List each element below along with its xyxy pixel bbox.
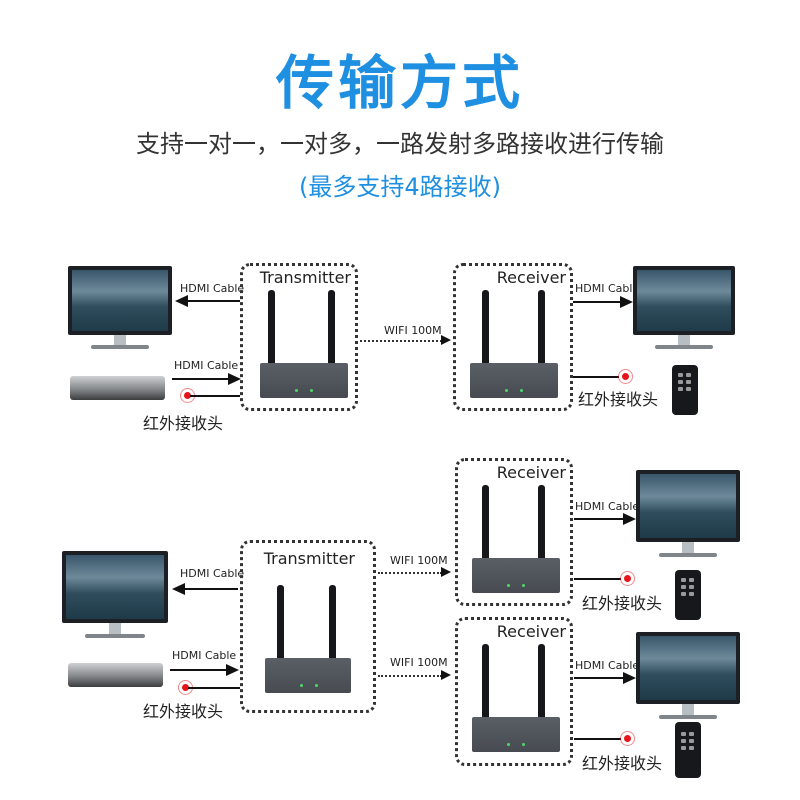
ir-sensor-icon [624, 735, 631, 742]
hdmi-cable-label: HDMI Cable [180, 282, 245, 295]
receiver-label: Receiver [496, 268, 566, 287]
transmitter-label: Transmitter [263, 549, 355, 568]
arrow-head-icon [228, 373, 241, 385]
dvd-player [68, 663, 163, 687]
max-receivers-note: (最多支持4路接收) [299, 173, 501, 201]
arrow-head-icon [226, 664, 239, 676]
receiver-device [470, 290, 558, 398]
remote-control-icon [675, 570, 701, 620]
transmitter-label: Transmitter [259, 268, 351, 287]
arrow-head-icon [623, 513, 636, 525]
display-monitor-2 [636, 632, 740, 722]
ir-cable [190, 395, 240, 397]
transmitter-device [265, 585, 351, 693]
ir-receiver-label: 红外接收头 [578, 390, 659, 409]
hdmi-arrow-to-monitor [185, 300, 240, 302]
hdmi-cable-label: HDMI Cable [575, 500, 640, 513]
ir-sensor-icon [182, 684, 189, 691]
ir-cable [573, 376, 623, 378]
receiver-box: Receiver [453, 263, 573, 411]
hdmi-arrow-to-display [574, 677, 624, 679]
transmitter-device [260, 290, 348, 398]
hdmi-cable-label: HDMI Cable [180, 567, 245, 580]
arrow-head-icon [623, 672, 636, 684]
receiver-device-1 [472, 485, 560, 593]
ir-receiver-label: 红外接收头 [143, 414, 224, 433]
remote-control-icon [675, 722, 701, 778]
ir-receiver-label: 红外接收头 [582, 754, 663, 773]
hdmi-cable-label: HDMI Cable [575, 659, 640, 672]
ir-sensor-icon [624, 575, 631, 582]
receiver-device-2 [472, 644, 560, 752]
hdmi-cable-label: HDMI Cable [174, 359, 239, 372]
wifi-label: WIFI 100M [390, 554, 448, 567]
display-monitor-1 [636, 470, 740, 560]
transmitter-box: Transmitter [240, 263, 358, 411]
display-monitor [633, 266, 735, 352]
source-monitor [68, 266, 172, 352]
arrow-head-icon [620, 296, 633, 308]
page-title: 传输方式 [275, 49, 524, 117]
receiver-label: Receiver [496, 622, 566, 641]
arrow-head-icon [441, 670, 451, 680]
ir-receiver-label: 红外接收头 [143, 702, 224, 721]
wifi-label: WIFI 100M [390, 656, 448, 669]
subtitle: 支持一对一，一对多，一路发射多路接收进行传输 [136, 130, 664, 158]
arrow-head-icon [441, 567, 451, 577]
transmitter-box: Transmitter [240, 540, 376, 713]
remote-control-icon [672, 365, 698, 415]
hdmi-arrow-to-display [574, 518, 624, 520]
arrow-head-icon [441, 335, 451, 345]
hdmi-arrow-from-player [170, 669, 227, 671]
dvd-player [70, 376, 165, 400]
ir-sensor-icon [184, 392, 191, 399]
hdmi-arrow-from-player [172, 378, 228, 380]
wifi-link-1 [378, 572, 442, 574]
wifi-link-2 [378, 675, 442, 677]
hdmi-arrow-to-display [573, 301, 621, 303]
arrow-head-icon [175, 295, 188, 307]
wifi-label: WIFI 100M [384, 324, 442, 337]
arrow-head-icon [172, 583, 185, 595]
hdmi-cable-label: HDMI Cable [575, 282, 640, 295]
hdmi-arrow-to-monitor [182, 588, 238, 590]
ir-sensor-icon [622, 373, 629, 380]
wifi-link [360, 340, 442, 342]
ir-cable [188, 687, 240, 689]
receiver-label: Receiver [496, 463, 566, 482]
receiver-box-2: Receiver [455, 617, 573, 766]
ir-receiver-label: 红外接收头 [582, 594, 663, 613]
hdmi-cable-label: HDMI Cable [172, 649, 237, 662]
ir-cable [574, 738, 625, 740]
receiver-box-1: Receiver [455, 458, 573, 606]
source-monitor [62, 551, 168, 641]
ir-cable [574, 578, 625, 580]
